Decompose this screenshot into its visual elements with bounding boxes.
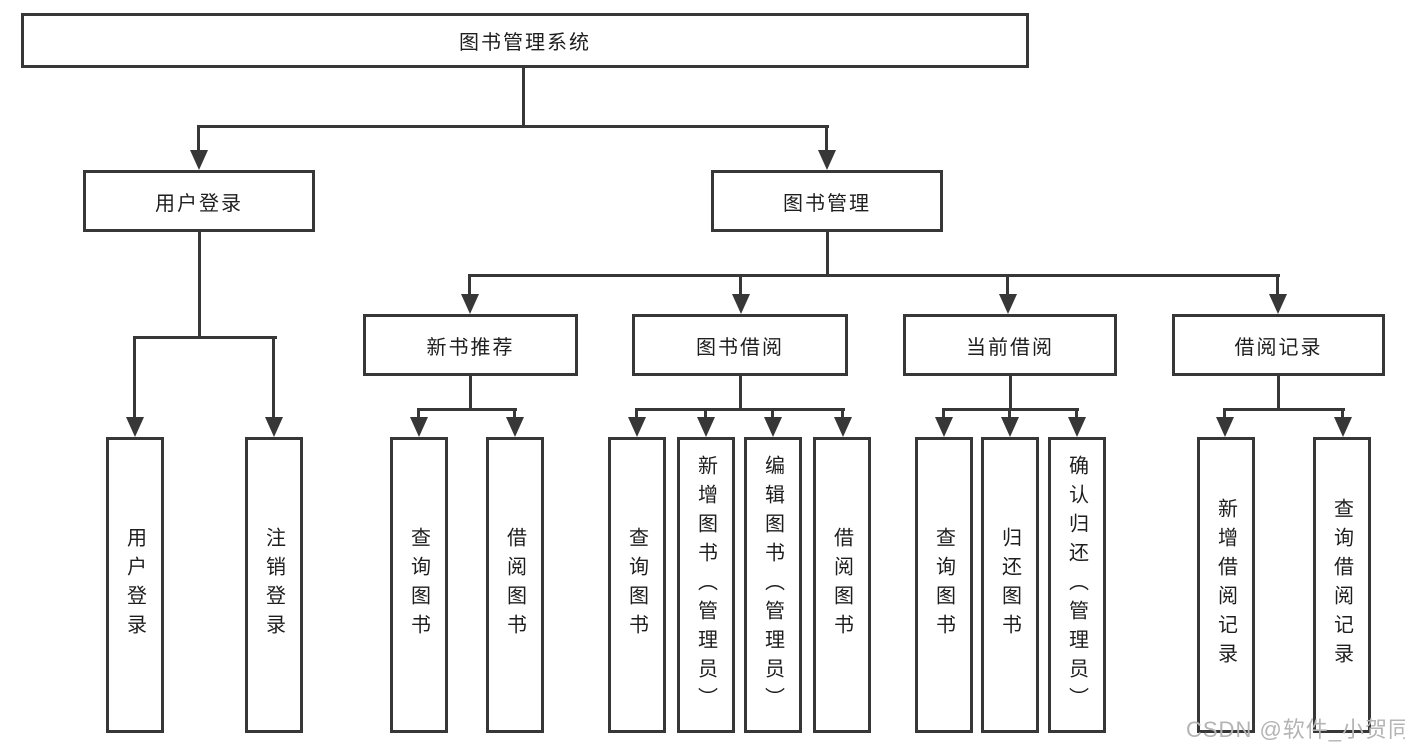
arrow-down-icon (999, 274, 1017, 314)
node-leaf-confirm-return-admin: 确认归还（管理员） (1048, 437, 1106, 733)
connector-line (739, 376, 742, 408)
arrow-down-icon (1001, 408, 1019, 437)
node-leaf-user-login: 用户登录 (106, 437, 164, 733)
node-leaf-add-book-admin: 新增图书（管理员） (677, 437, 735, 733)
connector-line (134, 336, 277, 339)
connector-line (198, 232, 201, 339)
arrow-down-icon (697, 408, 715, 437)
arrow-down-icon (265, 336, 283, 437)
arrow-down-icon (818, 125, 836, 170)
connector-line (636, 408, 845, 411)
node-leaf-query-book: 查询图书 (608, 437, 666, 733)
node-book-management: 图书管理 (711, 170, 943, 232)
connector-line (826, 232, 829, 277)
node-leaf-logout: 注销登录 (245, 437, 303, 733)
connector-line (1277, 376, 1280, 408)
arrow-down-icon (834, 408, 852, 437)
arrow-down-icon (935, 408, 953, 437)
connector-line (522, 68, 525, 127)
connector-line (943, 408, 1079, 411)
arrow-down-icon (410, 408, 428, 437)
arrow-down-icon (1269, 274, 1287, 314)
connector-line (418, 408, 517, 411)
node-borrow-record: 借阅记录 (1172, 314, 1385, 376)
node-leaf-query-borrow-record: 查询借阅记录 (1313, 437, 1371, 733)
node-leaf-query-book: 查询图书 (915, 437, 973, 733)
arrow-down-icon (506, 408, 524, 437)
node-user-login: 用户登录 (83, 170, 315, 232)
connector-line (1224, 408, 1345, 411)
csdn-watermark: CSDN @软件_小贺同学 (1186, 717, 1405, 742)
connector-line (198, 125, 829, 128)
arrow-down-icon (764, 408, 782, 437)
arrow-down-icon (732, 274, 750, 314)
arrow-down-icon (190, 125, 208, 170)
connector-line (1009, 376, 1012, 408)
node-book-borrow: 图书借阅 (632, 314, 848, 376)
node-new-book: 新书推荐 (363, 314, 578, 376)
node-leaf-edit-book-admin: 编辑图书（管理员） (744, 437, 802, 733)
node-leaf-return-book: 归还图书 (981, 437, 1039, 733)
arrow-down-icon (126, 336, 144, 437)
arrow-down-icon (461, 274, 479, 314)
node-leaf-borrow-book: 借阅图书 (813, 437, 871, 733)
arrow-down-icon (1216, 408, 1234, 437)
arrow-down-icon (1068, 408, 1086, 437)
node-root: 图书管理系统 (21, 13, 1029, 68)
node-leaf-borrow-book: 借阅图书 (486, 437, 544, 733)
arrow-down-icon (628, 408, 646, 437)
connector-line (469, 376, 472, 408)
node-leaf-query-book: 查询图书 (390, 437, 448, 733)
node-current-borrow: 当前借阅 (903, 314, 1117, 376)
connector-line (469, 274, 1280, 277)
node-leaf-add-borrow-record: 新增借阅记录 (1197, 437, 1255, 733)
arrow-down-icon (1334, 408, 1352, 437)
